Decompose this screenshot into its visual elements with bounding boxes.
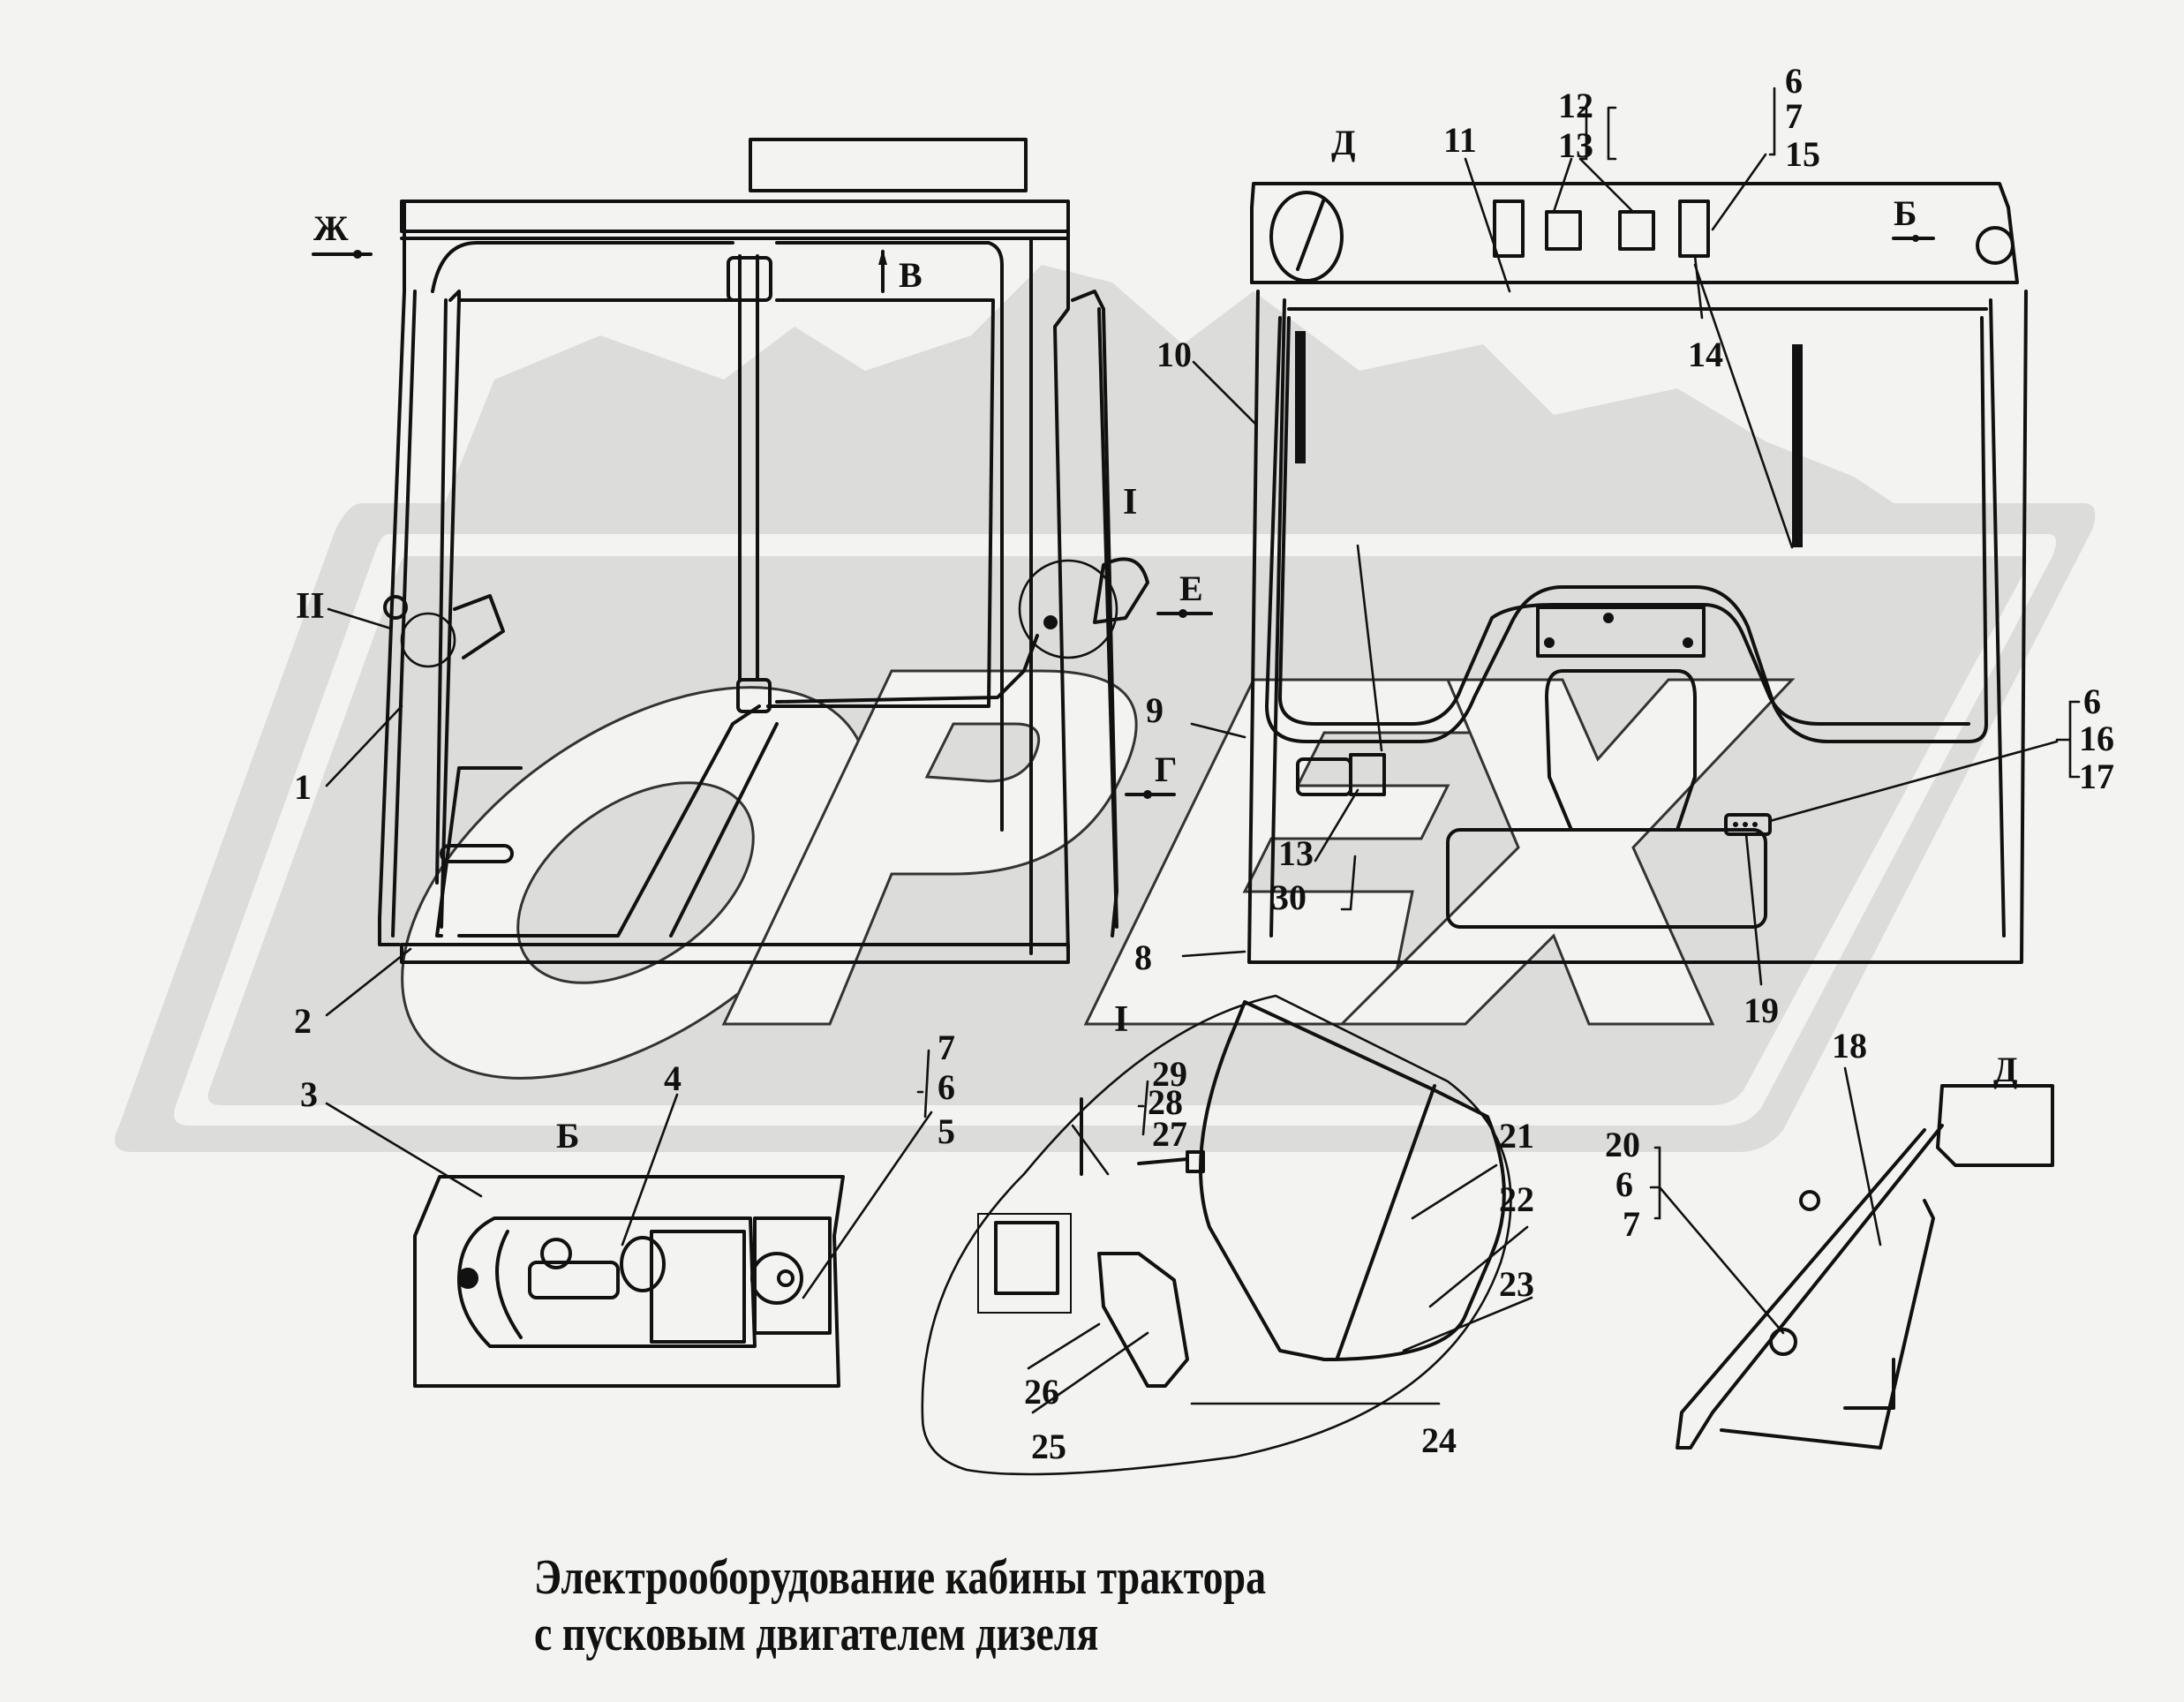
arrow-g (1125, 790, 1176, 799)
watermark-letters (401, 669, 1796, 1080)
callout-group-1330-b: 30 (1271, 877, 1307, 917)
view-marker-d-detail: Д (1993, 1050, 2018, 1089)
callout-9: 9 (1146, 690, 1164, 730)
callout-group-292827-a: 29 (1152, 1054, 1187, 1094)
view-marker-e: Е (1179, 569, 1203, 608)
callout-group-1213-b: 13 (1558, 125, 1593, 165)
callout-group-765-a: 7 (938, 1028, 955, 1067)
right-cab-view (1247, 182, 2028, 964)
callout-25: 25 (1031, 1427, 1066, 1466)
callout-group-2067-c: 7 (1623, 1204, 1640, 1244)
callout-14: 14 (1688, 335, 1723, 374)
detail-d-view (1676, 1084, 2054, 1450)
callout-2: 2 (294, 1001, 312, 1041)
callout-group-6715-b: 7 (1785, 96, 1803, 136)
detail-markers: I II I (296, 482, 1137, 1040)
arrow-v (878, 249, 887, 293)
callout-1: 1 (294, 767, 312, 807)
detail-marker-ii-main: II (296, 586, 325, 627)
callout-19: 19 (1743, 990, 1779, 1030)
callout-23: 23 (1499, 1264, 1534, 1304)
callout-group-61617-c: 17 (2079, 757, 2114, 796)
leader-lines (325, 87, 2081, 1414)
callout-11: 11 (1443, 120, 1477, 160)
callout-group-2067-b: 6 (1615, 1164, 1633, 1204)
view-marker-b-detail: Б (556, 1116, 579, 1156)
arrow-zh (312, 250, 373, 259)
callout-group-292827-b: 28 (1148, 1082, 1183, 1122)
detail-marker-i-detail: I (1114, 999, 1128, 1040)
watermark-logo (115, 265, 2096, 1152)
callout-group-61617-b: 16 (2079, 719, 2114, 758)
callout-group-1213-a: 12 (1558, 86, 1593, 125)
callout-group-1330-a: 13 (1278, 833, 1314, 873)
view-markers: Ж В Е Г Д Б Б Д (313, 123, 2018, 1156)
caption-line-2: с пусковым двигателем дизеля (534, 1607, 1099, 1661)
callout-group-6715-c: 15 (1785, 134, 1820, 174)
callout-group-61617-a: 6 (2083, 682, 2101, 721)
callout-10: 10 (1156, 335, 1192, 374)
callout-group-292827-c: 27 (1152, 1114, 1187, 1154)
callout-3: 3 (300, 1074, 318, 1114)
view-marker-d-top: Д (1331, 123, 1356, 162)
callout-labels: 1 2 3 4 7 6 5 8 9 10 11 12 13 6 7 15 14 … (294, 61, 2114, 1466)
arrow-e (1156, 609, 1213, 618)
callout-group-6715-a: 6 (1785, 61, 1803, 101)
view-marker-g: Г (1155, 749, 1177, 789)
callout-21: 21 (1499, 1116, 1534, 1156)
callout-group-765-b: 6 (938, 1067, 955, 1107)
callout-24: 24 (1421, 1420, 1457, 1460)
arrow-b-top (1892, 235, 1935, 242)
detail-i-view (921, 994, 1512, 1476)
callout-22: 22 (1499, 1179, 1534, 1219)
callout-8: 8 (1134, 938, 1152, 977)
detail-marker-i-main: I (1123, 482, 1137, 523)
caption-line-1: Электрооборудование кабины трактора (534, 1550, 1267, 1605)
callout-4: 4 (664, 1058, 682, 1098)
view-marker-b-top: Б (1894, 193, 1917, 233)
callout-18: 18 (1832, 1026, 1867, 1066)
view-marker-zh: Ж (313, 208, 349, 248)
view-marker-v: В (899, 255, 923, 295)
diagram-caption: Электрооборудование кабины трактора с пу… (534, 1549, 1266, 1662)
detail-b-view (413, 1175, 845, 1388)
callout-group-765-c: 5 (938, 1111, 955, 1151)
callout-26: 26 (1024, 1372, 1059, 1412)
callout-group-2067-a: 20 (1605, 1125, 1640, 1164)
left-cab-view (312, 138, 1213, 964)
